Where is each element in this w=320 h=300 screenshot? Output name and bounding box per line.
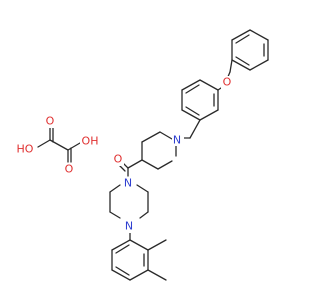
bond-ch2-ring bbox=[229, 59, 233, 73]
atom-n-piperazine-bottom: N bbox=[125, 220, 133, 233]
dimethylphenyl-ring bbox=[111, 239, 149, 281]
oxalic-acid bbox=[37, 127, 81, 163]
benzyl-phenyl-ring bbox=[231, 29, 269, 71]
methyl-2 bbox=[147, 239, 167, 251]
atom-oxalic-o-bottom: O bbox=[65, 163, 74, 176]
aryl-ring bbox=[181, 79, 219, 121]
atom-oxalic-oh-left: HO bbox=[17, 143, 34, 156]
atom-n-piperazine-top: N bbox=[124, 177, 132, 190]
bond-aryl-ch2 bbox=[189, 119, 201, 139]
atom-oxalic-oh-right: OH bbox=[82, 135, 99, 148]
atom-o-ether: O bbox=[223, 76, 232, 89]
structure-diagram: O N O N N O O HO OH bbox=[15, 29, 269, 281]
bond-piperidine-carbonyl bbox=[127, 159, 143, 169]
atom-o-carbonyl: O bbox=[114, 153, 123, 166]
atom-n-piperidine: N bbox=[173, 134, 181, 147]
molecule-canvas: O N O N N O O HO OH bbox=[15, 29, 269, 281]
atom-oxalic-o-top: O bbox=[46, 115, 55, 128]
methyl-3 bbox=[147, 269, 167, 281]
piperidine-ring bbox=[141, 131, 177, 170]
piperazine-ring bbox=[109, 184, 149, 219]
